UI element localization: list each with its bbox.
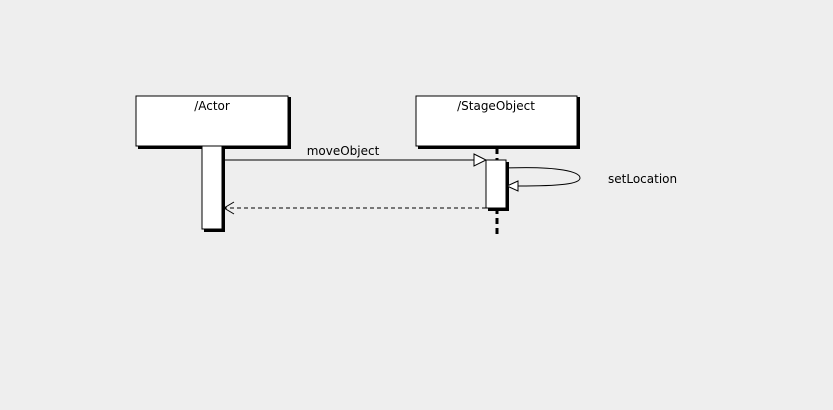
message-set-location-arrowhead <box>505 180 519 192</box>
message-set-location[interactable]: setLocation <box>505 167 677 192</box>
actor-activation-bar[interactable] <box>201 145 223 230</box>
message-move-object-arrowhead <box>473 153 488 167</box>
message-return-arrowhead <box>223 201 235 215</box>
message-move-object[interactable]: moveObject <box>222 144 488 167</box>
message-set-location-loop <box>505 167 581 187</box>
lifeline-stage-object[interactable]: /StageObject <box>415 95 580 149</box>
lifeline-actor[interactable]: /Actor <box>135 95 291 149</box>
lifeline-actor-label: /Actor <box>194 99 230 113</box>
lifeline-actor-box <box>135 95 289 147</box>
message-set-location-label: setLocation <box>608 172 677 186</box>
message-move-object-label: moveObject <box>307 144 380 158</box>
lifeline-stage-object-label: /StageObject <box>457 99 535 113</box>
stage-object-activation-bar[interactable] <box>485 159 507 209</box>
message-return[interactable] <box>223 201 486 215</box>
lifeline-stage-object-box <box>415 95 578 147</box>
